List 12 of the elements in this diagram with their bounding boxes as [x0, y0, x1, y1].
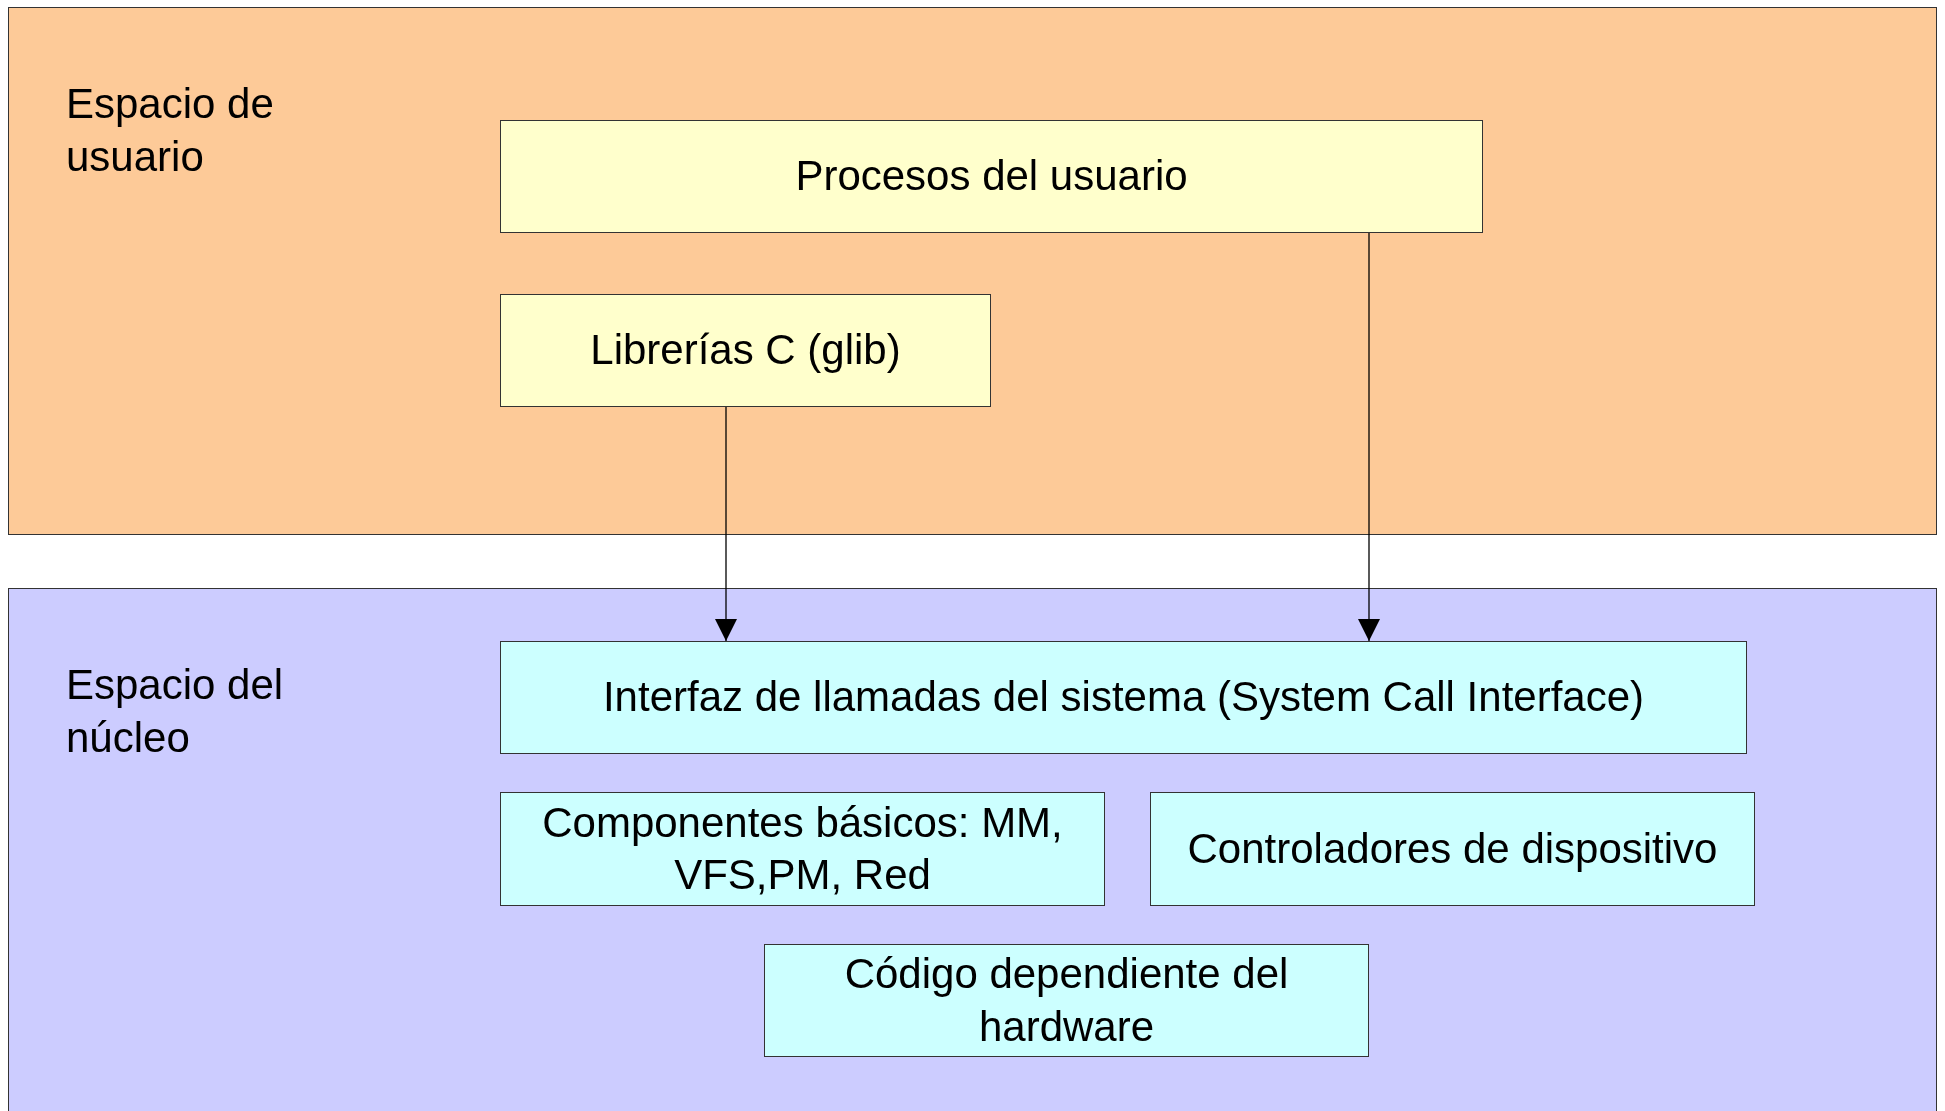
band-heading: Espacio del núcleo	[66, 660, 285, 763]
component-box: Interfaz de llamadas del sistema (System Call Interface)	[500, 641, 1747, 754]
component-box: Componentes básicos: MM, VFS,PM, Red	[500, 792, 1105, 906]
component-box: Procesos del usuario	[500, 120, 1483, 233]
layer-band	[8, 7, 1937, 535]
component-box: Controladores de dispositivo	[1150, 792, 1755, 906]
band-heading: Espacio de usuario	[66, 79, 275, 182]
layer-band	[8, 588, 1937, 1111]
component-box: Librerías C (glib)	[500, 294, 991, 407]
arrow	[715, 406, 737, 642]
component-box: Código dependiente del hardware	[764, 944, 1369, 1057]
arrow	[1358, 232, 1380, 642]
